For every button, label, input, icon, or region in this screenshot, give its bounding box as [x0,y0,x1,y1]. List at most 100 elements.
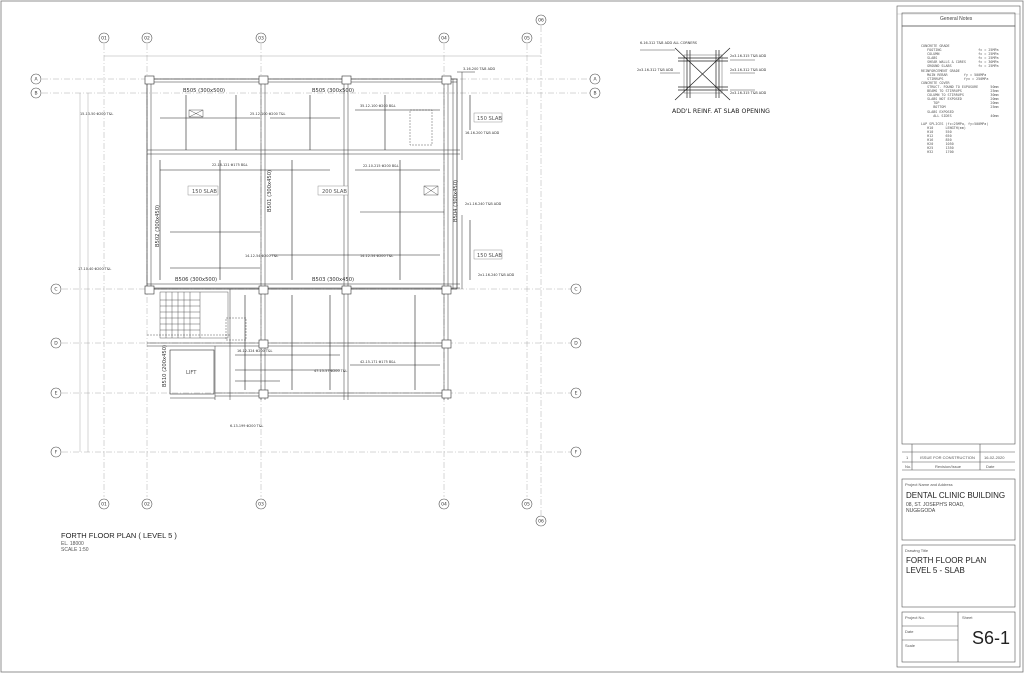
rebar-label: 25-12-100 Φ200 T&L [250,112,286,116]
grid-bubble-B-left: B [34,91,37,97]
general-note-line: BEAMS TO STIRRUPS 25mm [921,89,999,94]
grid-bubble-06-bottom: 06 [538,519,544,525]
general-note-line: CONCRETE GRADE [921,44,950,48]
grid-bubble-01-bottom: 01 [101,502,107,508]
sheet-caption: Sheet [962,615,973,620]
rebar-label: 14-12-54 Φ200 T&L [360,254,393,258]
general-note-line: SLABS NOT EXPOSED 20mm [921,97,999,102]
general-notes: CONCRETE GRADE FOOTING fc = 25MPa COLUMN… [921,44,999,155]
detail-rebar-label: 2x3-16-312 T&B ADD [730,68,767,72]
grid-bubble-06-top: 06 [538,18,544,24]
grid-bubble-E-left: E [55,391,58,397]
project-address-2: NUGEGODA [906,508,936,514]
general-note-line: COLUMN fc = 25MPa [921,52,999,57]
detail-title: ADD'L REINF. AT SLAB OPENING [672,108,770,115]
project-address-1: 08, ST. JOSEPH'S ROAD, [906,502,965,508]
general-notes-heading: General Notes [940,16,973,22]
grid-bubble-B-right: B [593,91,596,97]
rebar-label: 14-12-54 Φ200 T&L [245,254,278,258]
beam-b505b: B505 (300x500) [312,88,354,94]
grid-bubble-A-right: A [593,77,597,83]
beam-b504: B504 (300x450) [453,180,459,222]
general-note-line: REINFORCEMENT GRADE [921,68,960,73]
grid-bubble-A-left: A [34,77,38,83]
general-note-line: STIRRUPS fyv = 250MPa [921,76,989,81]
grid-bubble-05-bottom: 05 [524,502,530,508]
general-note-line: COLUMN TO STIRRUPS 30mm [921,93,999,98]
drawing-title-1: FORTH FLOOR PLAN [906,556,987,565]
beam-b501: B501 (300x450) [267,170,273,212]
beam-b503: B503 (300x450) [312,277,354,283]
rebar-label: 3-16-200 T&B ADD [463,67,496,71]
project-name: DENTAL CLINIC BUILDING [906,491,1006,500]
rev-header-no: No. [905,464,912,469]
grid-bubble-D-left: D [54,341,58,347]
detail-rebar-label: 6-16-312 T&B ADD ALL CORNERS [640,41,697,45]
general-note-line: ALL SIDES 40mm [921,113,999,118]
rev-header-desc: Revision/Issue [935,464,962,469]
sheet-number: S6-1 [972,628,1011,648]
grid-bubble-04-top: 04 [441,36,447,42]
general-note-line: SHEAR WALLS & CORES fc = 30MPa [921,60,999,65]
grid-bubble-02-bottom: 02 [144,502,150,508]
general-note-line: H32 1700 [921,150,954,155]
rev-no: 1 [906,455,909,460]
drawing-caption: Drawing Title [905,548,929,553]
rebar-label: 17-10-40 Φ200 T&L [78,267,111,271]
date-caption: Date [905,629,914,634]
plan-level: EL. 18000 [61,541,84,547]
grid-bubble-C-left: C [54,287,57,293]
general-note-line: STRUCT. FOUND TO EXPOSURE 50mm [921,84,999,89]
grid-bubble-01-top: 01 [101,36,107,42]
slab-label-1: 150 SLAB [192,189,217,195]
rebar-label: 22-16-121 Φ175 B&L [212,163,248,167]
plan-title: FORTH FLOOR PLAN ( LEVEL 5 ) [61,531,177,540]
rebar-label: 16-12-324 Φ200 T&L [237,349,273,353]
general-note-line: TOP 20mm [921,101,999,106]
general-note-line: H25 1350 [921,146,954,151]
grid-bubble-05-top: 05 [524,36,530,42]
general-note-line: H16 850 [921,138,952,143]
rebar-label: 6-13-199 Φ200 T&L [230,424,263,428]
grid-bubble-F-right: F [575,450,578,456]
general-note-line: FOOTING fc = 25MPa [921,48,999,53]
rev-header-date: Date [986,464,995,469]
beam-b505a: B505 (300x500) [183,88,225,94]
drawing-title-2: LEVEL 5 - SLAB [906,566,965,575]
detail-rebar-label: 2x3-16-315 T&B ADD [730,91,767,95]
grid-bubble-D-right: D [574,341,578,347]
plan-scale: SCALE 1:50 [61,547,89,553]
project-caption: Project Name and Address [905,482,953,487]
rebar-label: 2x1-16-240 T&B ADD [465,202,502,206]
rebar-label: 42-15-171 Φ175 B&L [360,360,396,364]
rebar-label: 15-13-50 Φ200 T&L [80,112,113,116]
detail-rebar-label: 2x3-16-315 T&B ADD [730,54,767,58]
general-note-line: H12 650 [921,134,952,139]
general-note-line: H10 LENGTH(mm) [921,125,966,130]
slab-label-3: 150 SLAB [477,116,502,122]
detail-rebar-label: 2x3-16-312 T&B ADD [637,68,674,72]
grid-bubble-C-right: C [574,287,577,293]
general-note-line: CONCRETE COVER [921,80,950,85]
beam-b506: B506 (300x500) [175,277,217,283]
beam-b502: B502 (300x450) [155,205,161,247]
rebar-label: 35-12-100 Φ200 B&L [360,104,396,108]
general-note-line: SLABS fc = 25MPa [921,56,999,61]
general-note-line: LAP SPLICES (fc=25MPa, fy=500MPa) [921,121,989,126]
rebar-label: 47-15-57 Φ200 T&L [314,369,347,373]
general-note-line: H10 550 [921,129,952,134]
grid-bubble-02-top: 02 [144,36,150,42]
general-note-line: GROUND SLABS fc = 25MPa [921,64,999,69]
slab-label-4: 150 SLAB [477,253,502,259]
grid-bubble-E-right: E [575,391,578,397]
general-note-line: BOTTOM 25mm [921,105,999,110]
rebar-label: 22-10-215 Φ200 B&L [363,164,399,168]
grid-bubble-F-left: F [55,450,58,456]
general-note-line: MAIN REBAR fy = 500MPa [921,72,987,77]
lift-label: LIFT [186,370,197,376]
beam-b510: B510 (200x450) [162,345,168,387]
grid-bubble-04-bottom: 04 [441,502,447,508]
scale-caption: Scale [905,643,916,648]
